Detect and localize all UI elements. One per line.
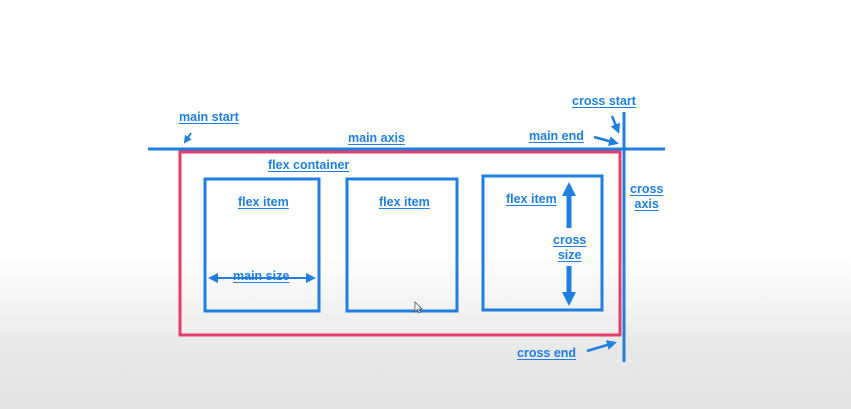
flex-item-2-label: flex item: [379, 195, 430, 209]
mouse-cursor-icon: [414, 301, 423, 314]
main-size-label: main size: [233, 269, 290, 283]
flex-item-3-label: flex item: [506, 192, 557, 206]
cross-end-arrow-icon: [586, 340, 617, 353]
cross-size-label-line2: size: [557, 248, 582, 262]
main-axis-label: main axis: [348, 131, 405, 145]
cross-size-label-line1: cross: [553, 233, 587, 247]
main-start-arrow-icon: [183, 132, 192, 144]
main-end-arrow-icon: [593, 135, 619, 146]
cross-end-label: cross end: [517, 346, 577, 360]
cross-start-arrow-icon: [610, 115, 621, 134]
main-end-label: main end: [529, 129, 584, 143]
flex-container-label: flex container: [268, 158, 350, 172]
flex-item-3-box: [481, 174, 604, 312]
cross-axis-label-line2: axis: [634, 197, 659, 211]
flex-item-1-label: flex item: [238, 195, 289, 209]
cross-axis-label: cross axis: [630, 182, 663, 212]
cross-axis-label-line1: cross: [630, 182, 664, 196]
flex-container-box: [178, 150, 622, 337]
flex-item-1-box: [203, 177, 321, 313]
flex-item-2-box: [345, 177, 459, 313]
main-start-label: main start: [179, 110, 239, 124]
cross-start-label: cross start: [572, 94, 636, 108]
cross-size-label: cross size: [553, 233, 586, 263]
